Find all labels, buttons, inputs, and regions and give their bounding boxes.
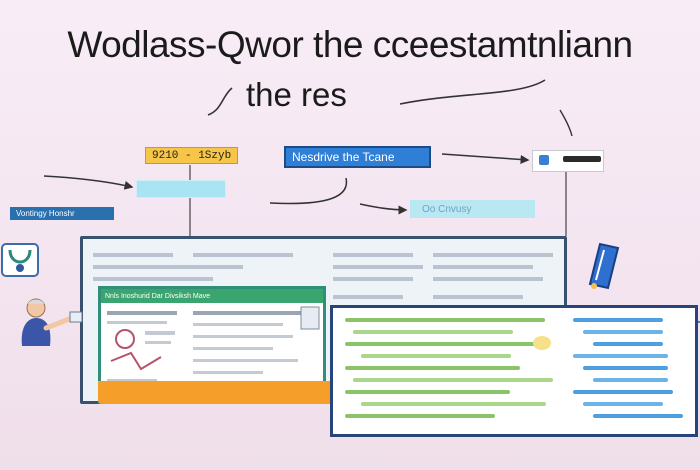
arrow-subtitle-right [399, 79, 546, 105]
screen-row [433, 277, 543, 281]
code-line [345, 342, 535, 346]
screen-row [333, 277, 413, 281]
screen-row [433, 295, 523, 299]
notebook-icon [588, 242, 620, 290]
screen-row [93, 265, 243, 269]
code-line [353, 330, 513, 334]
code-line [583, 366, 668, 370]
screen-row [433, 265, 533, 269]
input-bar [136, 180, 226, 198]
arrow-blue-down [269, 177, 348, 205]
code-window [330, 305, 698, 437]
code-line [345, 318, 545, 322]
address-bar [563, 156, 601, 162]
code-line [361, 402, 546, 406]
screen-row [433, 253, 553, 257]
search-bar: Oo Cnvusy [410, 200, 535, 218]
screen-row [93, 253, 173, 257]
code-line [353, 378, 553, 382]
arrow-right-curve [559, 109, 573, 137]
code-tag: 9210 - 1Szyb [145, 147, 238, 164]
arrow-to-window [441, 153, 530, 164]
arrow-subtitle-left [207, 87, 233, 116]
code-line [361, 354, 511, 358]
side-tag: Vontingy Honshr [10, 207, 114, 220]
code-line [573, 318, 663, 322]
person-pointing-icon [21, 298, 83, 346]
lock-icon [539, 155, 549, 165]
arrow-to-cyan [43, 175, 134, 190]
code-line [573, 354, 668, 358]
page-title: Wodlass-Qwor the cceestamtnliann [67, 24, 633, 65]
code-line [583, 402, 663, 406]
code-line [593, 378, 668, 382]
screen-row [333, 253, 413, 257]
code-line [533, 336, 551, 350]
screen-row [333, 265, 423, 269]
page-subtitle: the res [246, 76, 347, 113]
code-line [593, 342, 663, 346]
code-line [573, 390, 673, 394]
panel-header: Nnls Inoshurid Dar Divsiksh Mave [101, 289, 323, 303]
feature-tag: Nesdrive the Tcane [284, 146, 431, 168]
stethoscope-icon [1, 243, 39, 277]
orange-footer-bar [98, 381, 360, 404]
code-line [345, 366, 520, 370]
arrow-to-cyan2 [359, 203, 408, 215]
code-line [345, 414, 495, 418]
screen-row [193, 253, 293, 257]
code-line [593, 414, 683, 418]
browser-window-icon [532, 150, 604, 172]
screen-row [333, 295, 403, 299]
code-line [345, 390, 510, 394]
code-line [583, 330, 663, 334]
screen-row [93, 277, 213, 281]
